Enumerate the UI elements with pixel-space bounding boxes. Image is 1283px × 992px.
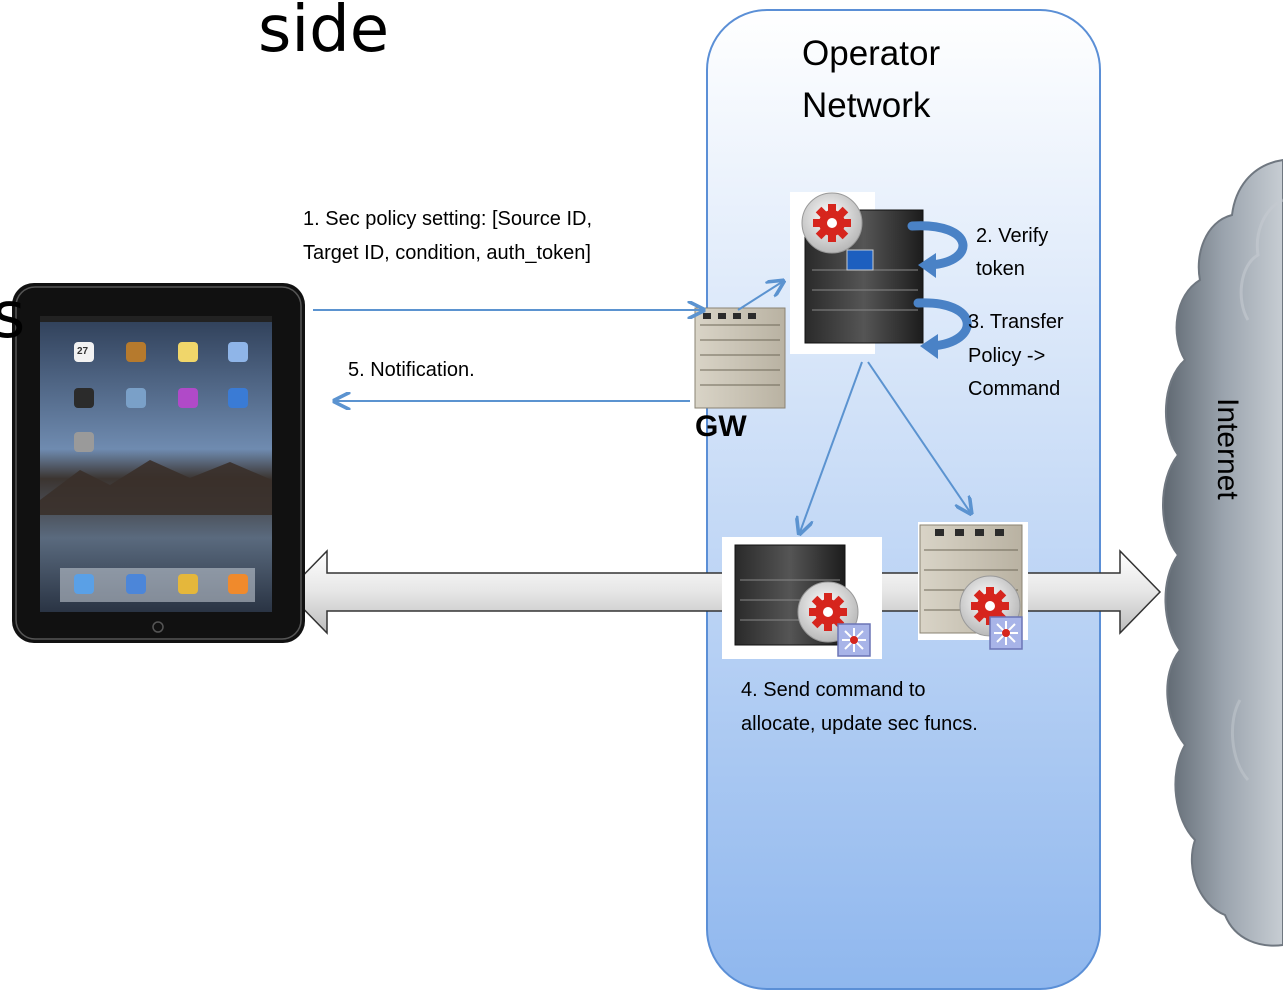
transfer-policy-loop-arrow	[913, 298, 972, 359]
step4-label-line2: allocate, update sec funcs.	[741, 713, 978, 735]
step2-label-line1: 2. Verify	[976, 225, 1049, 247]
cropped-side-label: s	[0, 279, 26, 353]
gw-label: GW	[695, 410, 747, 443]
arrow-command-to-switch-b	[867, 361, 970, 512]
arrow-gw-to-controller	[737, 282, 782, 311]
arrow-command-to-server-a	[800, 361, 863, 532]
verify-token-loop-arrow	[907, 221, 968, 278]
step2-label-line2: token	[976, 258, 1025, 280]
calendar-app-icon: 27	[77, 346, 89, 357]
gateway-switch	[694, 307, 786, 409]
step3-label-line1: 3. Transfer	[968, 311, 1064, 333]
step3-label-line3: Command	[968, 378, 1061, 400]
security-function-switch-b	[918, 522, 1028, 650]
step5-label: 5. Notification.	[348, 359, 475, 381]
step1-label-line1: 1. Sec policy setting: [Source ID,	[303, 208, 593, 230]
tablet-device	[12, 283, 305, 643]
step1-label-line2: Target ID, condition, auth_token]	[303, 242, 591, 264]
step4-label-line1: 4. Send command to	[741, 679, 926, 701]
slide-title-fragment: side	[258, 0, 390, 67]
operator-network-container	[706, 9, 1101, 990]
step3-label-line2: Policy ->	[968, 345, 1046, 367]
internet-cloud	[1162, 158, 1283, 947]
controller-server	[790, 192, 924, 354]
operator-network-label-line1: Operator	[802, 34, 941, 73]
security-function-server-a	[722, 537, 882, 659]
operator-network-label-line2: Network	[802, 86, 931, 125]
internet-label: Internet	[1211, 398, 1244, 500]
